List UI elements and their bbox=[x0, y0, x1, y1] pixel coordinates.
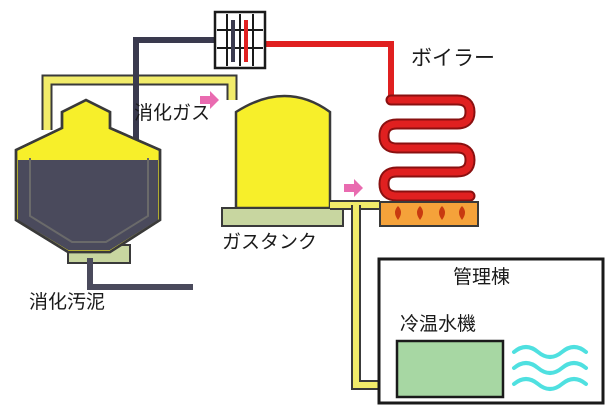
digester-tank bbox=[14, 98, 162, 264]
management-building-label: 管理棟 bbox=[453, 266, 511, 288]
chiller-unit bbox=[395, 339, 505, 399]
water-waves-icon bbox=[512, 345, 588, 391]
gas-tank bbox=[221, 94, 344, 227]
chiller-label: 冷温水機 bbox=[400, 313, 477, 335]
boiler-coil bbox=[378, 94, 476, 202]
boiler-label: ボイラー bbox=[411, 46, 495, 70]
sludge-outlet-pipe bbox=[87, 258, 193, 290]
digested-sludge-label: 消化汚泥 bbox=[29, 291, 106, 313]
digestion-gas-label: 消化ガス bbox=[134, 102, 211, 124]
gas-tank-label: ガスタンク bbox=[222, 231, 318, 253]
heating-pipe-cold bbox=[133, 37, 225, 168]
gas-flow-arrow-lower bbox=[344, 179, 363, 197]
heating-pipe-hot bbox=[258, 41, 394, 104]
boiler-burner bbox=[379, 201, 479, 227]
heat-exchanger bbox=[213, 10, 267, 70]
gas-flow-arrow-upper bbox=[200, 91, 219, 109]
